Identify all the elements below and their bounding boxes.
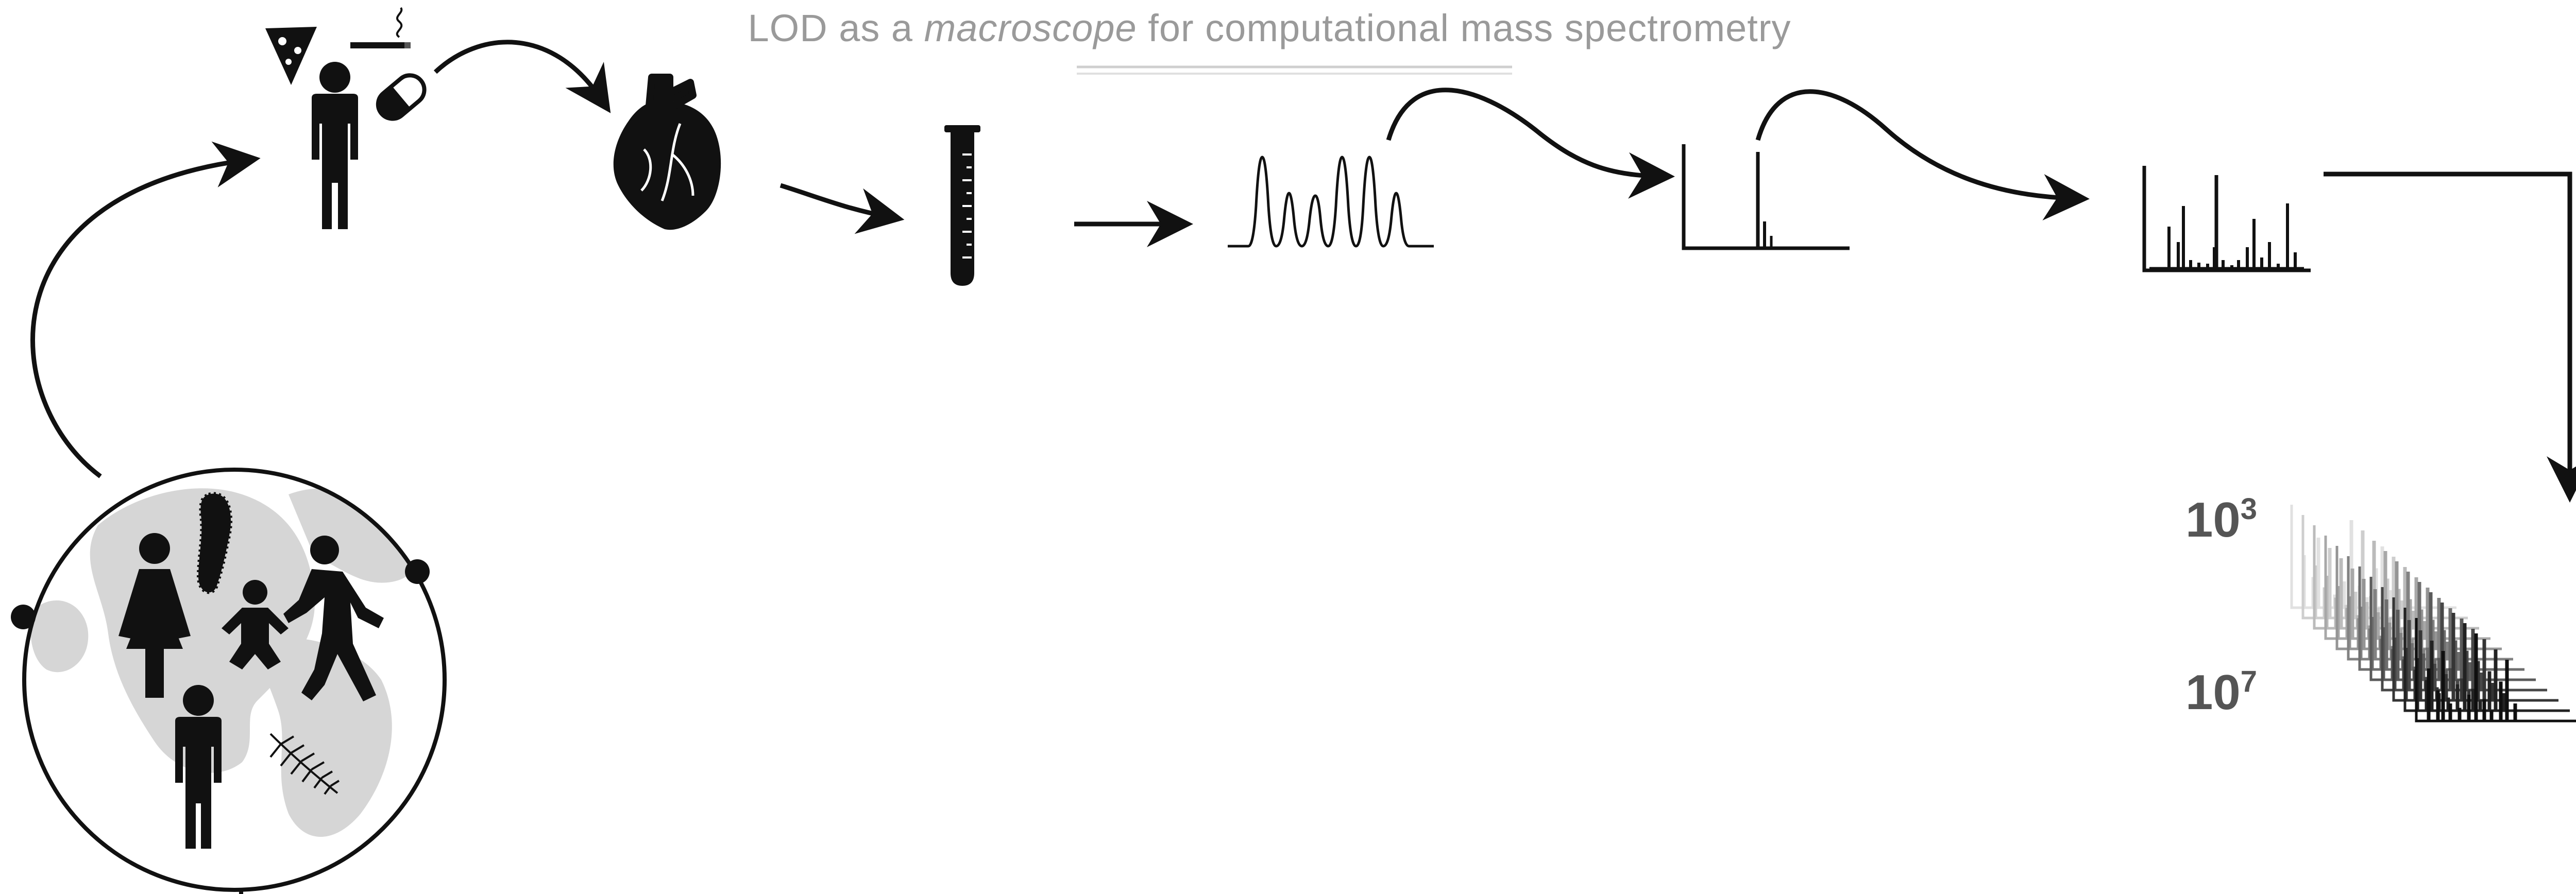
- walking-person-icon: [283, 536, 384, 701]
- scale-label-bottom-exponent: 7: [2240, 665, 2258, 698]
- pizza-icon: [265, 27, 317, 85]
- fern-icon: [269, 733, 340, 795]
- scale-label-top-base: 10: [2185, 492, 2241, 547]
- spectra-stack-icon: [2290, 505, 2576, 723]
- arrow-person-to-heart: [433, 40, 611, 113]
- test-tube-icon: [944, 125, 980, 286]
- arrow-chromatogram-to-ms1: [1386, 88, 1675, 199]
- scale-label-top: 103: [2185, 492, 2257, 548]
- ms1-spectrum-icon: [1682, 144, 1850, 250]
- pill-icon: [376, 73, 427, 121]
- chromatogram-icon: [1228, 156, 1434, 248]
- person-icon: [312, 62, 358, 229]
- woman-icon: [118, 533, 191, 698]
- stacked-spectrum: [2415, 618, 2576, 723]
- arrow-ms1-to-ms2: [1755, 89, 2090, 221]
- title-emphasis: macroscope: [924, 7, 1137, 49]
- baby-icon: [222, 580, 289, 669]
- scale-label-bottom: 107: [2185, 664, 2257, 721]
- cigarette-icon: [350, 7, 411, 48]
- title-underline: [1077, 65, 1512, 75]
- bacterium-icon: [196, 492, 232, 594]
- arrow-ms2-to-repository: [2324, 171, 2576, 503]
- ms2-spectrum-icon: [2142, 166, 2311, 272]
- scale-label-bottom-base: 10: [2185, 665, 2241, 720]
- title-suffix: for computational mass spectrometry: [1137, 7, 1791, 49]
- page-title: LOD as a macroscope for computational ma…: [0, 6, 2539, 50]
- scale-label-top-exponent: 3: [2240, 492, 2258, 526]
- title-prefix: LOD as a: [748, 7, 924, 49]
- man-icon: [175, 685, 222, 849]
- arrow-heart-to-tube: [779, 183, 905, 234]
- arrow-globe-to-person: [30, 141, 261, 478]
- heart-icon: [613, 74, 721, 230]
